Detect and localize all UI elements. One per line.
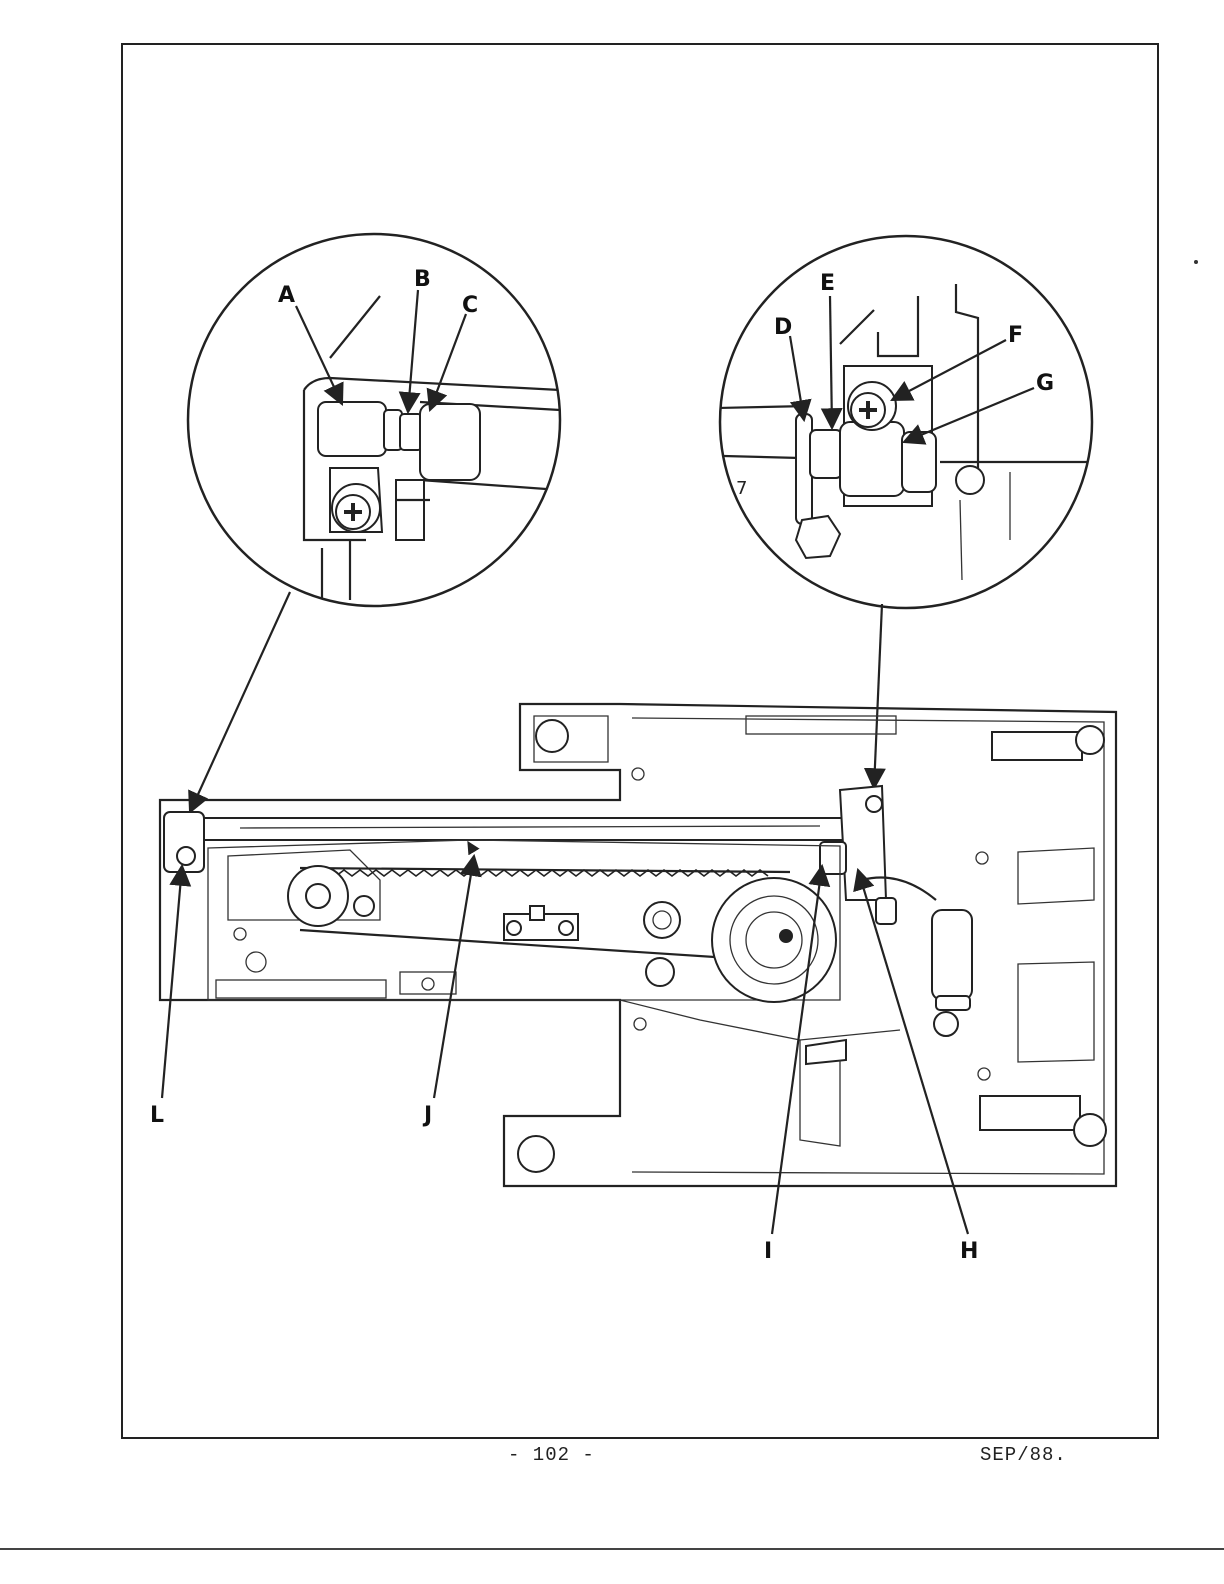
callout-a: A (278, 283, 295, 308)
detail-left-pointer (188, 591, 292, 815)
callout-i: I (764, 1239, 772, 1264)
callout-j: J (422, 1103, 432, 1128)
callout-l: L (150, 1103, 164, 1128)
leader-l (160, 863, 192, 1099)
detail-circle-left: A B C (186, 232, 562, 608)
machine-base-assembly (158, 702, 1118, 1188)
page-number: - 102 - (508, 1444, 595, 1466)
leader-h (853, 867, 970, 1235)
svg-text:7: 7 (736, 478, 747, 499)
footer-rule (0, 1548, 1224, 1550)
detail-right-pointer (863, 603, 886, 791)
callout-c: C (462, 293, 478, 318)
diagram-frame (121, 43, 1159, 1439)
callout-b: B (414, 267, 431, 292)
callout-h: H (960, 1239, 978, 1264)
detail-circle-right: 7 D E F G (718, 234, 1094, 610)
leader-j (432, 853, 482, 1099)
footer-date: SEP/88. (980, 1444, 1067, 1466)
speck (1194, 260, 1198, 264)
leader-i (770, 863, 831, 1235)
callout-f: F (1008, 323, 1023, 348)
callout-d: D (774, 315, 792, 340)
callout-g: G (1036, 371, 1054, 396)
callout-e: E (820, 271, 835, 296)
